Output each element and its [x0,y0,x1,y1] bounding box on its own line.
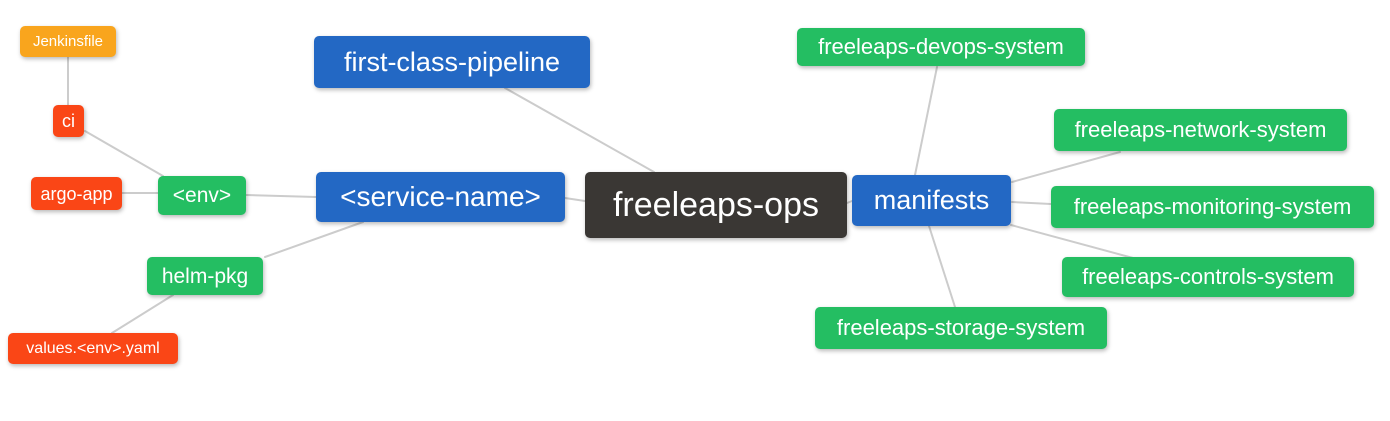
edge-manifests-devops-system [914,66,938,176]
node-freeleaps-devops-system[interactable]: freeleaps-devops-system [797,28,1085,66]
node-ci[interactable]: ci [53,105,84,137]
node-freeleaps-storage-system[interactable]: freeleaps-storage-system [815,307,1107,349]
edge-helm-pkg-values-env-yaml [111,294,174,334]
edge-manifests-storage-system [928,225,956,308]
node-argo-app[interactable]: argo-app [31,177,122,210]
node-freeleaps-controls-system[interactable]: freeleaps-controls-system [1062,257,1354,297]
node-freeleaps-ops[interactable]: freeleaps-ops [585,172,847,238]
node-first-class-pipeline[interactable]: first-class-pipeline [314,36,590,88]
node-manifests[interactable]: manifests [852,175,1011,226]
node-env[interactable]: <env> [158,176,246,215]
node-jenkinsfile[interactable]: Jenkinsfile [20,26,116,57]
edge-service-name-freeleaps-ops [564,197,586,202]
node-freeleaps-monitoring-system[interactable]: freeleaps-monitoring-system [1051,186,1374,228]
edge-manifests-controls-system [1010,224,1134,259]
node-helm-pkg[interactable]: helm-pkg [147,257,263,295]
node-values-env-yaml[interactable]: values.<env>.yaml [8,333,178,364]
edge-manifests-network-system [1011,151,1121,183]
edge-ci-env [84,130,164,177]
edge-helm-pkg-service-name [264,221,364,258]
edge-first-class-pipeline-freeleaps-ops [504,87,655,173]
edge-env-service-name [245,194,317,198]
node-freeleaps-network-system[interactable]: freeleaps-network-system [1054,109,1347,151]
node-service-name[interactable]: <service-name> [316,172,565,222]
edge-manifests-monitoring-system [1011,201,1052,205]
